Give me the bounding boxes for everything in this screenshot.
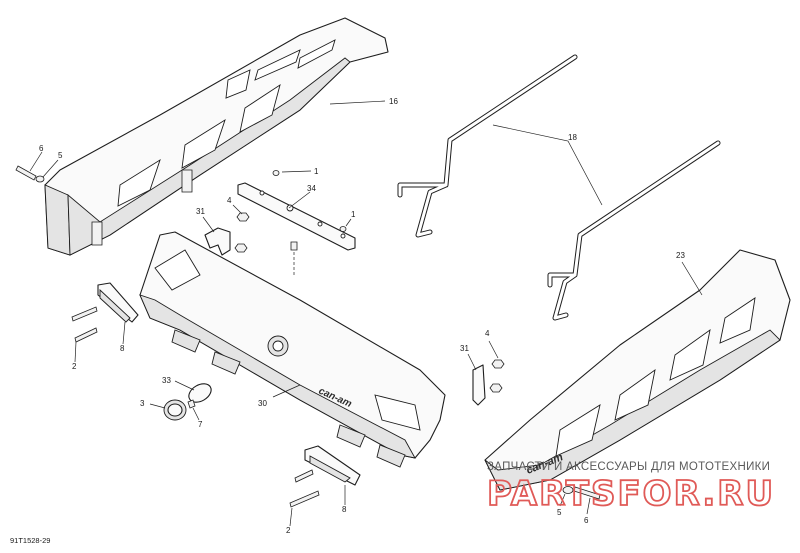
bracket-31-upper xyxy=(204,227,231,256)
callout-16: 16 xyxy=(389,97,398,106)
clip-7 xyxy=(187,399,196,409)
callout-8-lower: 8 xyxy=(342,505,347,514)
tube-rod-lower xyxy=(547,140,721,321)
screw-6-lower xyxy=(573,486,601,500)
callout-30: 30 xyxy=(258,399,267,408)
callout-4-lower: 4 xyxy=(485,329,490,338)
callout-23: 23 xyxy=(676,251,685,260)
side-rail-left xyxy=(44,17,389,256)
bolt-1-lower xyxy=(339,226,347,232)
callout-1-upper: 1 xyxy=(314,167,319,176)
hinge-bracket-lower xyxy=(304,445,361,486)
bolt-1-upper xyxy=(272,170,280,176)
watermark: ЗАПЧАСТИ И АКСЕССУАРЫ ДЛЯ МОТОТЕХНИКИ PA… xyxy=(486,461,775,515)
callout-3: 3 xyxy=(140,399,145,408)
callout-31-lower: 31 xyxy=(460,344,469,353)
side-rail-right: can-am xyxy=(484,249,791,491)
callout-1-lower: 1 xyxy=(351,210,356,219)
hinge-bracket-upper xyxy=(97,282,139,323)
cap-disc-33 xyxy=(188,383,212,403)
callout-5-upper: 5 xyxy=(58,151,63,160)
callout-2-lower: 2 xyxy=(286,526,291,535)
callout-8-upper: 8 xyxy=(120,344,125,353)
main-rear-bar: can-am xyxy=(139,231,446,468)
screw-upper-left xyxy=(15,165,45,183)
emblem-disc-3 xyxy=(163,399,187,421)
nut-4-upper xyxy=(234,212,250,253)
callout-34: 34 xyxy=(307,184,316,193)
washer-5-lower xyxy=(562,486,574,494)
callout-18: 18 xyxy=(568,133,577,142)
callout-6-lower: 6 xyxy=(584,516,589,525)
tube-rod-upper xyxy=(397,54,578,238)
watermark-logo: PARTSFOR.RU xyxy=(487,474,775,514)
callout-6-upper: 6 xyxy=(39,144,44,153)
bracket-plate xyxy=(237,182,356,251)
drawing-id: 91T1528-29 xyxy=(10,536,51,545)
bolts-2-lower xyxy=(289,469,320,508)
watermark-caption: ЗАПЧАСТИ И АКСЕССУАРЫ ДЛЯ МОТОТЕХНИКИ xyxy=(487,461,770,473)
callout-31-upper: 31 xyxy=(196,207,205,216)
callout-33: 33 xyxy=(162,376,171,385)
nut-4-lower xyxy=(491,359,505,369)
callout-2-upper: 2 xyxy=(72,362,77,371)
bolts-2-upper xyxy=(71,306,98,343)
callout-4-upper: 4 xyxy=(227,196,232,205)
callout-5-lower: 5 xyxy=(557,508,562,517)
callout-7: 7 xyxy=(198,420,203,429)
bracket-31-lower xyxy=(472,364,486,406)
